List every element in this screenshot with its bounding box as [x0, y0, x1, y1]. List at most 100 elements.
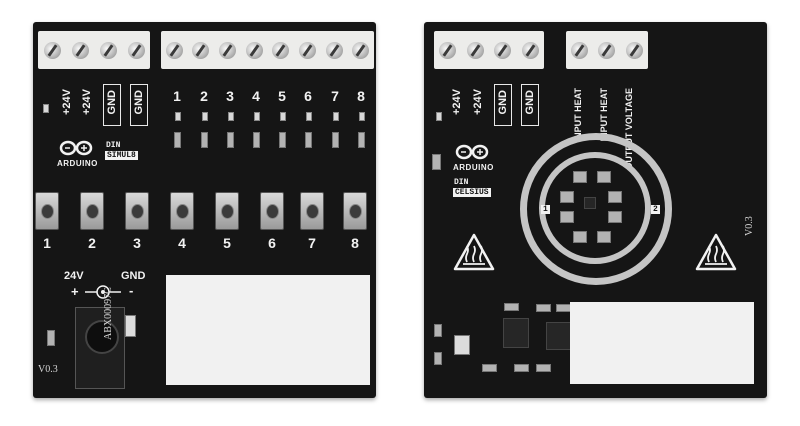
channel-number-top: 3 [226, 88, 234, 104]
terminal-screw [272, 41, 290, 59]
resistor [514, 364, 529, 372]
status-led [43, 104, 49, 113]
toggle-switch-8[interactable] [343, 192, 367, 230]
heater-resistor [608, 191, 622, 203]
resistor [536, 304, 551, 312]
power-label: GND [497, 90, 509, 115]
heater-resistor [573, 171, 587, 183]
minus-sign: - [129, 283, 134, 298]
power-label: GND [106, 90, 118, 115]
toggle-switch-7[interactable] [300, 192, 324, 230]
toggle-switch-1[interactable] [35, 192, 59, 230]
resistor [253, 132, 260, 148]
resistor [536, 364, 551, 372]
label-area [166, 275, 370, 385]
channel-number-top: 4 [252, 88, 260, 104]
channel-number-top: 5 [278, 88, 286, 104]
sensor-pad-2: 2 [651, 205, 660, 214]
capacitor [454, 335, 470, 355]
infinity-logo-icon [59, 140, 93, 156]
din-label: DIN [454, 178, 469, 187]
plus-sign: + [71, 284, 79, 299]
toggle-switch-5[interactable] [215, 192, 239, 230]
power-terminal-block [434, 31, 544, 69]
power-label: +24V [61, 89, 73, 115]
power-label: +24V [451, 89, 463, 115]
sensor-pad-1: 1 [541, 205, 550, 214]
resistor [434, 352, 442, 365]
terminal-screw [99, 41, 117, 59]
channel-number-bottom: 5 [223, 235, 231, 251]
hot-surface-warning-icon [453, 233, 495, 271]
terminal-screw [71, 41, 89, 59]
resistor [279, 132, 286, 148]
dc-barrel-jack[interactable] [75, 307, 125, 389]
status-led [436, 112, 442, 121]
terminal-screw [466, 41, 484, 59]
arduino-wordmark: ARDUINO [453, 163, 494, 172]
terminal-screw [245, 41, 263, 59]
terminal-screw [43, 41, 61, 59]
channel-number-top: 8 [357, 88, 365, 104]
diode [432, 154, 441, 170]
channel-led [333, 112, 339, 121]
resistor [332, 132, 339, 148]
terminal-screw [298, 41, 316, 59]
terminal-screw [219, 41, 237, 59]
channel-number-top: 7 [331, 88, 339, 104]
terminal-screw [192, 41, 210, 59]
heater-resistor [597, 171, 611, 183]
power-label: GND [524, 90, 536, 115]
polarity-symbol-icon [85, 285, 121, 299]
terminal-screw [352, 41, 370, 59]
channel-number-bottom: 7 [308, 235, 316, 251]
resistor [305, 132, 312, 148]
din-label: DIN [106, 141, 121, 150]
channel-number-bottom: 6 [268, 235, 276, 251]
channel-led [306, 112, 312, 121]
terminal-screw [598, 41, 616, 59]
power-terminal-block [38, 31, 150, 69]
channel-led [228, 112, 234, 121]
heater-ring [520, 133, 672, 285]
channel-led [254, 112, 260, 121]
supply-24v-label: 24V [64, 270, 84, 282]
channel-led [175, 112, 181, 121]
channel-led [359, 112, 365, 121]
channel-number-bottom: 3 [133, 235, 141, 251]
heater-resistor [597, 231, 611, 243]
toggle-switch-3[interactable] [125, 192, 149, 230]
toggle-switch-6[interactable] [260, 192, 284, 230]
channel-number-top: 2 [200, 88, 208, 104]
resistor [201, 132, 208, 148]
toggle-switch-2[interactable] [80, 192, 104, 230]
terminal-screw [325, 41, 343, 59]
heater-resistor [560, 211, 574, 223]
resistor [556, 304, 571, 312]
terminal-screw [625, 41, 643, 59]
model-label: SIMUL8 [105, 151, 138, 160]
channel-number-bottom: 4 [178, 235, 186, 251]
toggle-switch-4[interactable] [170, 192, 194, 230]
hot-surface-warning-icon [695, 233, 737, 271]
model-label: CELSIUS [453, 188, 491, 197]
gnd-label-box [103, 84, 121, 126]
arduino-wordmark: ARDUINO [57, 159, 98, 168]
diode [47, 330, 55, 346]
heater-resistor [560, 191, 574, 203]
resistor [434, 324, 442, 337]
regulator-chip [503, 318, 529, 348]
capacitor [125, 315, 136, 337]
resistor [227, 132, 234, 148]
power-label: GND [133, 90, 145, 115]
channel-number-top: 6 [304, 88, 312, 104]
channel-number-bottom: 8 [351, 235, 359, 251]
resistor [504, 303, 519, 311]
gnd-label-box [130, 84, 148, 126]
channel-led [202, 112, 208, 121]
terminal-screw [521, 41, 539, 59]
label-area [570, 302, 754, 384]
channel-number-bottom: 1 [43, 235, 51, 251]
terminal-screw [127, 41, 145, 59]
io-terminal-block [566, 31, 648, 69]
